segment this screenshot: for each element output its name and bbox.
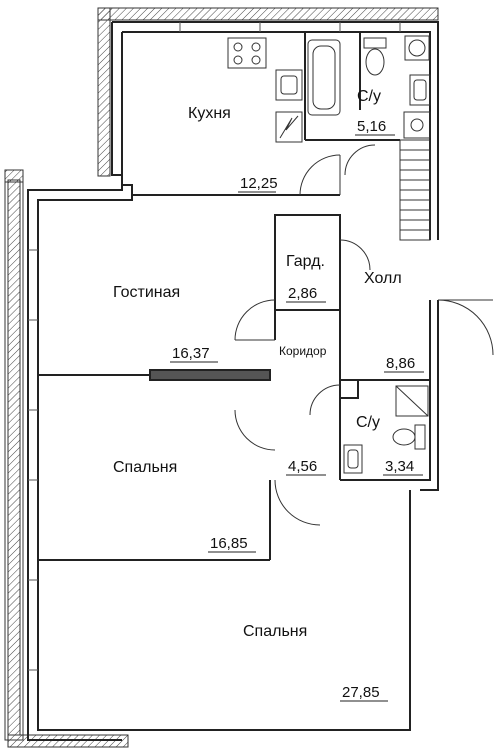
room-area-bath-2: 3,34: [385, 458, 414, 475]
interior-walls: [38, 32, 430, 561]
room-name-hall: Холл: [364, 270, 402, 287]
room-name-bedroom-1: Спальня: [113, 459, 177, 476]
exterior-walls: [27, 21, 439, 741]
doors: [234, 144, 494, 526]
room-name-bath-1: С/у: [357, 88, 381, 105]
boiler: [403, 111, 431, 139]
washer: [404, 35, 430, 61]
bathtub: [307, 39, 341, 116]
room-area-bedroom-2: 27,85: [342, 684, 380, 701]
shower: [395, 385, 429, 417]
room-name-living: Гостиная: [113, 284, 180, 301]
room-area-wardrobe: 2,86: [288, 285, 317, 302]
room-name-bath-2: С/у: [356, 414, 380, 431]
stairs: [399, 139, 431, 241]
room-area-living: 16,37: [172, 345, 210, 362]
kitchen-fridge: [275, 111, 303, 143]
area-underlines: [170, 134, 424, 702]
room-name-corridor: Коридор: [279, 344, 327, 358]
room-name-kitchen: Кухня: [188, 105, 231, 122]
kitchen-stove: [227, 37, 267, 69]
sink-1: [409, 74, 431, 106]
sink-2: [343, 444, 363, 474]
room-name-bedroom-2: Спальня: [243, 623, 307, 640]
toilet-2: [392, 424, 426, 450]
windows: [28, 22, 401, 671]
room-area-hall: 8,86: [386, 355, 415, 372]
balcony-top: [97, 7, 439, 177]
room-name-wardrobe: Гард.: [286, 253, 325, 270]
room-area-kitchen: 12,25: [240, 175, 278, 192]
kitchen-sink: [275, 69, 303, 101]
toilet-1: [363, 37, 387, 76]
balcony-left: [4, 169, 129, 748]
room-area-bath-1: 5,16: [357, 118, 386, 135]
room-area-corridor: 4,56: [288, 458, 317, 475]
room-area-bedroom-1: 16,85: [210, 535, 248, 552]
